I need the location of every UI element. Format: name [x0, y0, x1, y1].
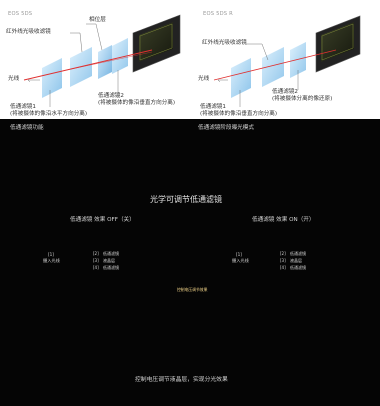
model-label-5ds: EOS 5DS [8, 11, 33, 17]
sensor-left [132, 14, 181, 73]
ray-right [213, 49, 337, 81]
layer-label: 低通滤镜 [290, 251, 306, 256]
caption-left: 低通滤镜功能 [10, 125, 44, 131]
ir-filter-label: 红外线光吸收滤镜 [6, 29, 51, 35]
bottom-title: 光学可调节低通滤镜 [150, 195, 222, 204]
incident-num: [1] [48, 252, 54, 257]
lpf1-note: (将被摄体的像沿水平方向分离) [10, 111, 88, 117]
lpf2-label: 低通滤镜2 [98, 93, 124, 99]
layer-label: 低通滤镜 [290, 265, 306, 270]
on-label: 低通滤镜 效果 ON（开） [252, 217, 315, 223]
layer-label: 低通滤镜 [103, 251, 119, 256]
top-right-diagram [213, 15, 361, 107]
layer-num: [2] [280, 251, 286, 256]
layer-label: 低通滤镜 [103, 265, 119, 270]
lpf2-note: (将被摄体的像沿垂直方向分离) [98, 100, 176, 106]
lpf1-note-r: (将被摄体的像沿垂直方向分离) [200, 111, 278, 117]
off-label: 低通滤镜 效果 OFF（关） [70, 217, 135, 223]
light-label-r: 光线 [198, 76, 210, 82]
model-label-5dsr: EOS 5DS R [203, 11, 233, 17]
lpf2-plate [112, 38, 128, 74]
footer-caption: 控制电压调节液晶层，实现分光效果 [135, 377, 228, 383]
center-control-label: 控制电压调节效果 [177, 287, 208, 292]
bottom-panel: 低通滤镜功能 低通滤镜阶段曝光模式 光学可调节低通滤镜 低通滤镜 效果 OFF（… [0, 119, 380, 406]
layer-num: [3] [93, 258, 99, 263]
lpf1-label-r: 低通滤镜1 [200, 104, 226, 110]
lpf1-label: 低通滤镜1 [10, 104, 36, 110]
layer-label: 液晶层 [290, 258, 302, 263]
lpf1-plate [42, 58, 62, 98]
light-label: 光线 [8, 76, 20, 82]
incident-num-r: [1] [236, 252, 242, 257]
lpf1-plate-r [231, 58, 251, 98]
top-left-diagram [23, 14, 181, 107]
phase-layer-label: 相位层 [89, 17, 106, 23]
layer-num: [2] [93, 251, 99, 256]
ir-filter-plate-r [262, 47, 284, 87]
layer-label: 液晶层 [103, 258, 115, 263]
ray-left [23, 49, 153, 81]
caption-right: 低通滤镜阶段曝光模式 [198, 125, 254, 131]
sensor-right [315, 15, 361, 73]
ir-filter-label-r: 红外线光吸收滤镜 [202, 40, 247, 46]
layer-num: [4] [280, 265, 286, 270]
layer-num: [3] [280, 258, 286, 263]
incident-label-r: 摄入光线 [232, 258, 249, 263]
lpf2-plate-r [290, 42, 306, 78]
layer-num: [4] [93, 265, 99, 270]
lpf2-note-r: (将被摄体分离的像还原) [272, 96, 333, 102]
incident-label: 摄入光线 [43, 258, 60, 263]
lpf2-label-r: 低通滤镜2 [272, 89, 298, 95]
